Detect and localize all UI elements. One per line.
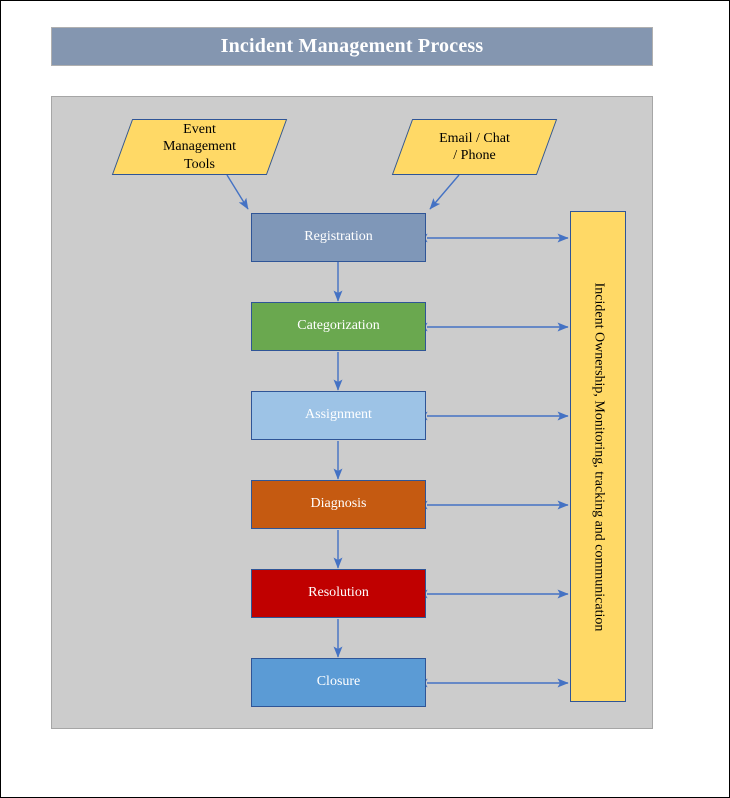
ownership-monitoring-label: Incident Ownership, Monitoring, tracking… xyxy=(591,282,607,631)
process-step-diagnosis[interactable]: Diagnosis xyxy=(251,480,426,529)
process-step-closure[interactable]: Closure xyxy=(251,658,426,707)
diagram-canvas: Event Management Tools Email / Chat / Ph… xyxy=(51,96,653,729)
ownership-monitoring-box[interactable]: Incident Ownership, Monitoring, tracking… xyxy=(570,211,626,702)
process-step-label: Diagnosis xyxy=(310,496,367,512)
page-title: Incident Management Process xyxy=(220,35,484,57)
process-step-label: Assignment xyxy=(305,407,372,423)
process-step-label: Registration xyxy=(304,229,373,245)
input-arrow-email-chat-phone xyxy=(429,174,460,210)
input-shape-event-management-tools[interactable] xyxy=(111,119,288,175)
process-step-label: Closure xyxy=(316,674,361,690)
connector-layer xyxy=(226,174,569,688)
input-shape-email-chat-phone[interactable] xyxy=(391,119,558,175)
process-step-assignment[interactable]: Assignment xyxy=(251,391,426,440)
process-step-label: Resolution xyxy=(308,585,369,601)
process-step-categorization[interactable]: Categorization xyxy=(251,302,426,351)
process-step-registration[interactable]: Registration xyxy=(251,213,426,262)
diagram-title-bar: Incident Management Process xyxy=(51,27,653,66)
input-arrow-event-tools xyxy=(226,174,249,210)
process-step-label: Categorization xyxy=(297,318,380,334)
process-step-resolution[interactable]: Resolution xyxy=(251,569,426,618)
